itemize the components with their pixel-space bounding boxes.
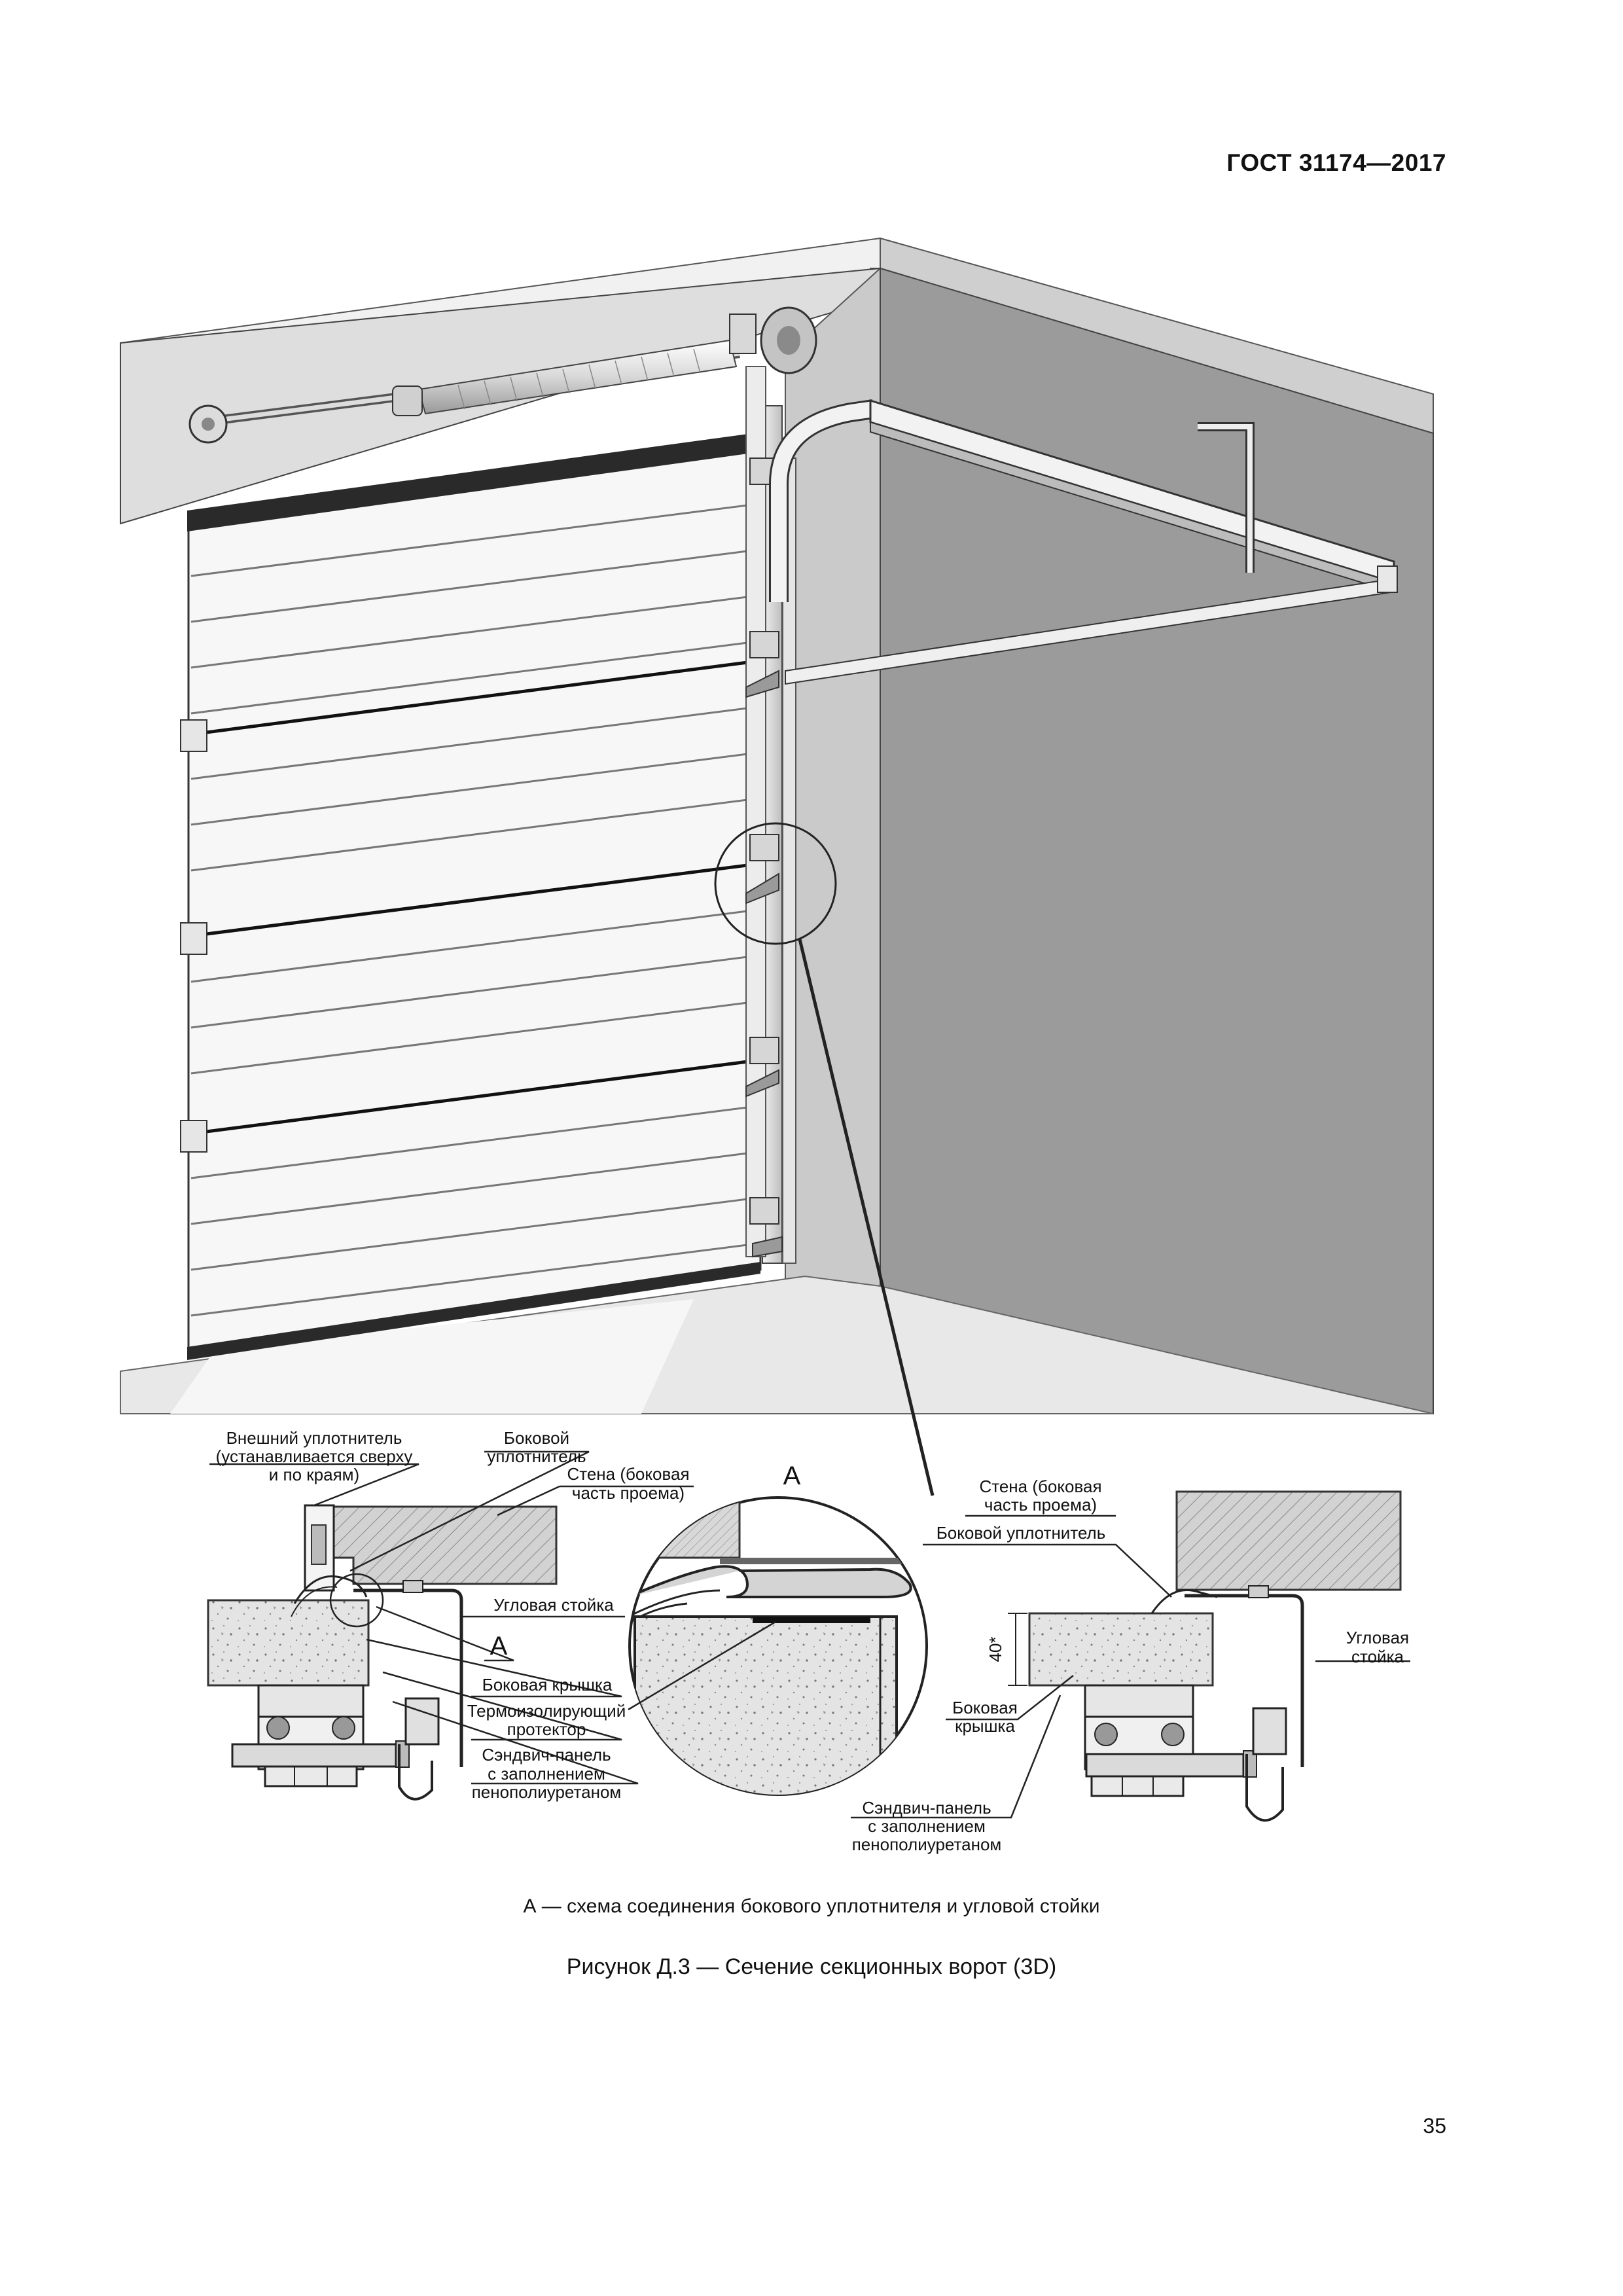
label-sandwich-left-line3: пенополиуретаном <box>472 1782 622 1802</box>
label-thermo-line1: Термоизолирующий <box>467 1701 626 1721</box>
label-wall-left-line1: Стена (боковая <box>567 1464 689 1484</box>
detail-a-enlarged-circle <box>628 1496 928 1796</box>
label-sandwich-right-line2: с заполнением <box>868 1816 986 1836</box>
label-sandwich-left-line2: с заполнением <box>488 1764 605 1784</box>
label-outer-seal-line1: Внешний уплотнитель <box>226 1428 402 1448</box>
label-corner-post-right-line2: стойка <box>1351 1647 1404 1666</box>
label-outer-seal-line2: (устанавливается сверху <box>216 1446 413 1466</box>
label-outer-seal-line3: и по краям) <box>269 1465 359 1484</box>
label-sandwich-right-line3: пенополиуретаном <box>852 1835 1002 1854</box>
document-standard-number: ГОСТ 31174—2017 <box>1226 149 1446 176</box>
label-detail-a-small: А <box>490 1632 508 1660</box>
label-detail-a-circle: А <box>783 1462 801 1490</box>
label-sandwich-right-line1: Сэндвич-панель <box>862 1798 991 1818</box>
right-callout-leaders <box>851 1515 1410 1819</box>
label-sandwich-left-line1: Сэндвич-панель <box>482 1745 611 1765</box>
label-wall-right-line2: часть проема) <box>984 1495 1097 1515</box>
right-section-detail <box>1008 1490 1402 1822</box>
figure-note-a: А — схема соединения бокового уплотнител… <box>523 1895 1100 1917</box>
label-thermo-line2: протектор <box>507 1719 586 1739</box>
label-dimension-40: 40* <box>986 1636 1005 1662</box>
left-callout-leaders <box>209 1450 694 1785</box>
label-side-seal-right: Боковой уплотнитель <box>936 1523 1106 1543</box>
label-side-seal-line1: Боковой <box>504 1428 569 1448</box>
label-corner-post-left: Угловая стойка <box>493 1595 614 1615</box>
thermo-leader <box>628 1621 776 1711</box>
label-side-cover-left: Боковая крышка <box>482 1675 613 1695</box>
detail-a-leader-line <box>798 939 935 1496</box>
label-side-seal-line2: уплотнитель <box>487 1446 586 1466</box>
label-corner-post-right-line1: Угловая <box>1346 1628 1409 1647</box>
garage-door-3d-illustration <box>120 237 1434 1414</box>
left-section-detail <box>207 1504 558 1801</box>
detail-a-marker-circle <box>714 822 837 945</box>
label-side-cover-right-line2: крышка <box>955 1716 1015 1736</box>
figure-caption: Рисунок Д.3 — Сечение секционных ворот (… <box>566 1954 1057 1979</box>
page-number: 35 <box>1423 2114 1446 2138</box>
label-wall-right-line1: Стена (боковая <box>979 1477 1101 1496</box>
label-side-cover-right-line1: Боковая <box>952 1698 1018 1717</box>
label-wall-left-line2: часть проема) <box>572 1483 685 1503</box>
